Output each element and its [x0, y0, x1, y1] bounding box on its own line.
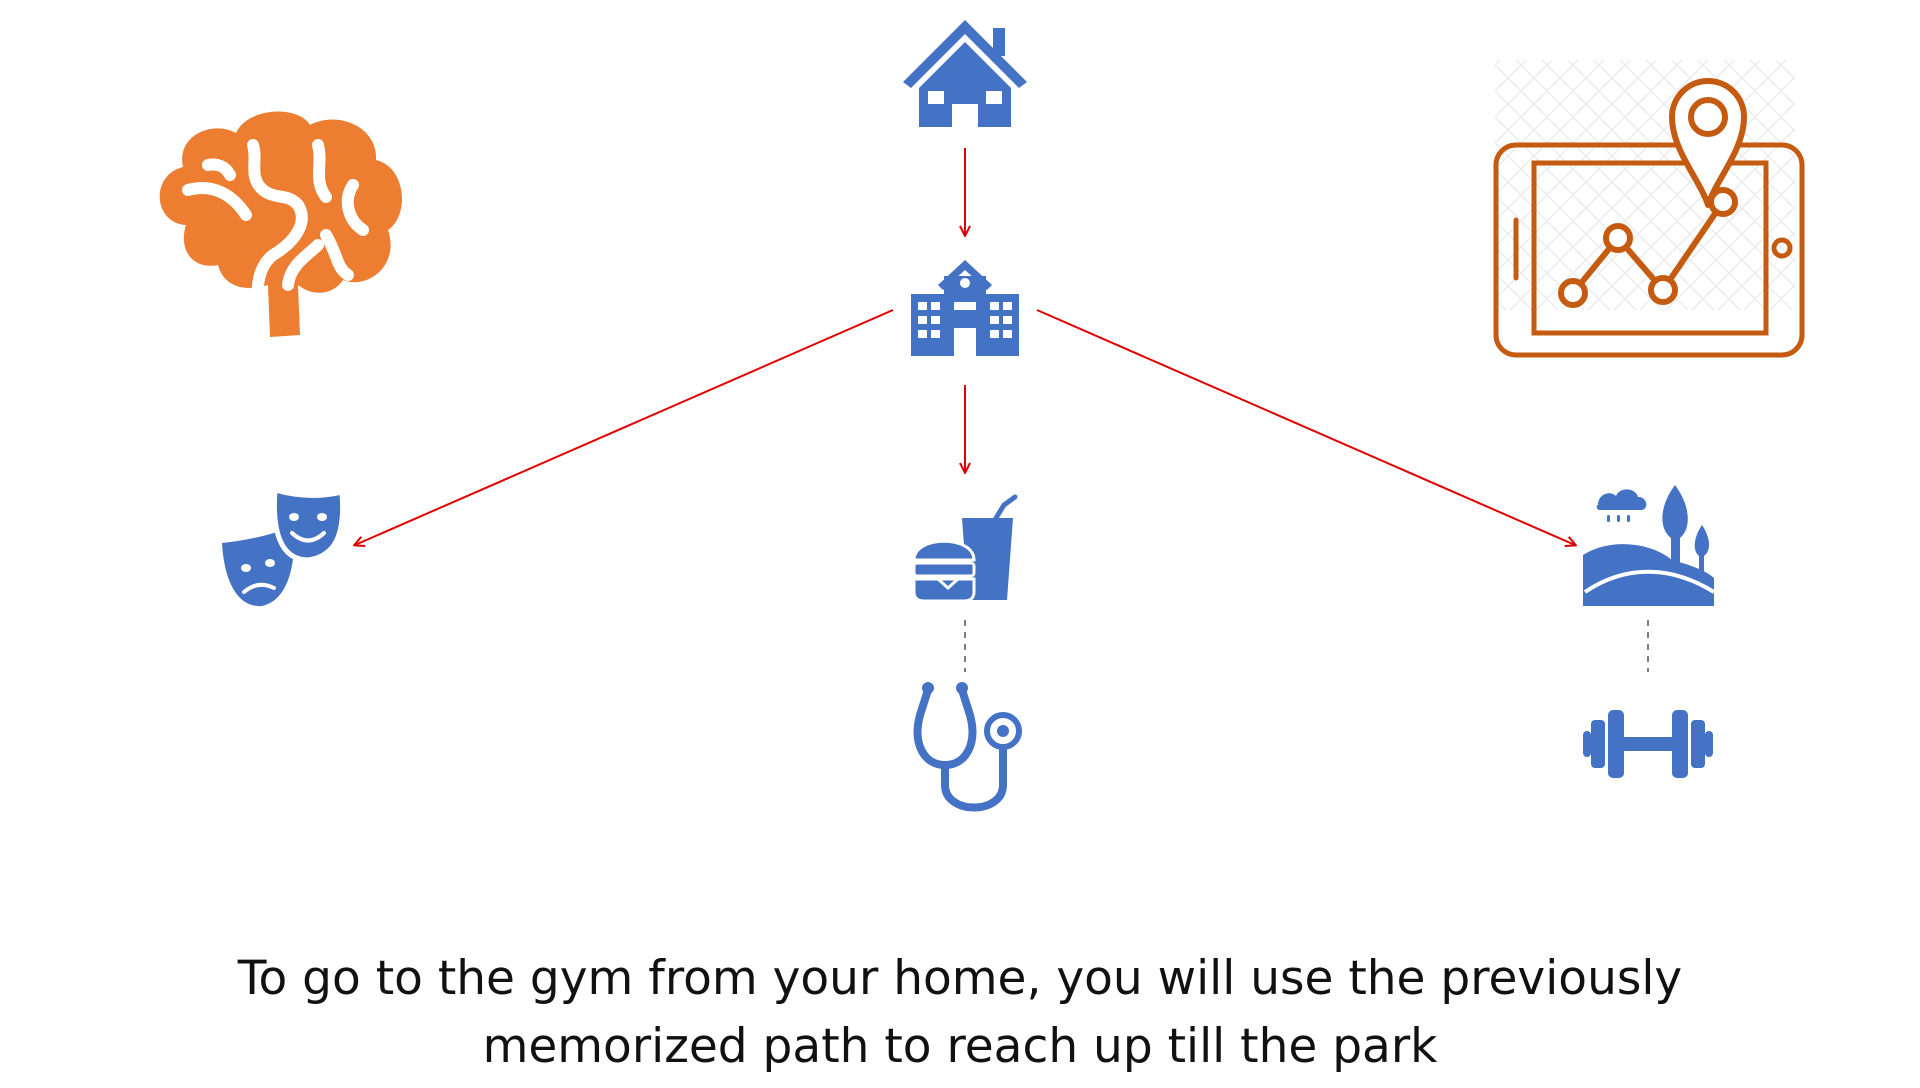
caption: To go to the gym from your home, you wil… [160, 945, 1760, 1081]
caption-line-1: To go to the gym from your home, you wil… [237, 951, 1683, 1006]
edges [355, 148, 1649, 672]
map-tablet-icon [1493, 60, 1805, 358]
house-icon [903, 20, 1027, 127]
theater-masks-icon [222, 486, 346, 607]
dumbbell-icon [1583, 710, 1713, 778]
edge-school-to-park [1036, 309, 1575, 545]
park-icon [1583, 485, 1716, 606]
fast-food-icon [912, 494, 1018, 603]
edge-school-to-theater [355, 309, 894, 545]
caption-line-2: memorized path to reach up till the park [482, 1019, 1438, 1074]
stethoscope-icon [913, 682, 1022, 812]
brain-icon [159, 111, 402, 338]
school-icon [911, 260, 1019, 356]
